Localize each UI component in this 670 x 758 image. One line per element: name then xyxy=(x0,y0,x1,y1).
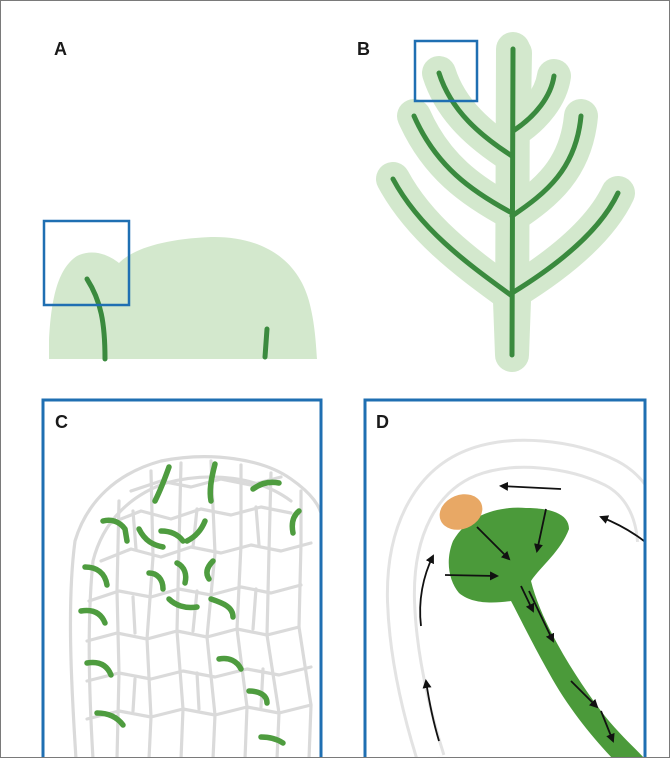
panel-a xyxy=(44,221,317,359)
leaf-primordium xyxy=(49,237,317,359)
panel-d xyxy=(365,400,651,758)
vein-tissue xyxy=(449,508,645,758)
vein-a-right xyxy=(265,329,267,357)
panel-c xyxy=(43,400,323,758)
panel-b xyxy=(393,41,618,355)
